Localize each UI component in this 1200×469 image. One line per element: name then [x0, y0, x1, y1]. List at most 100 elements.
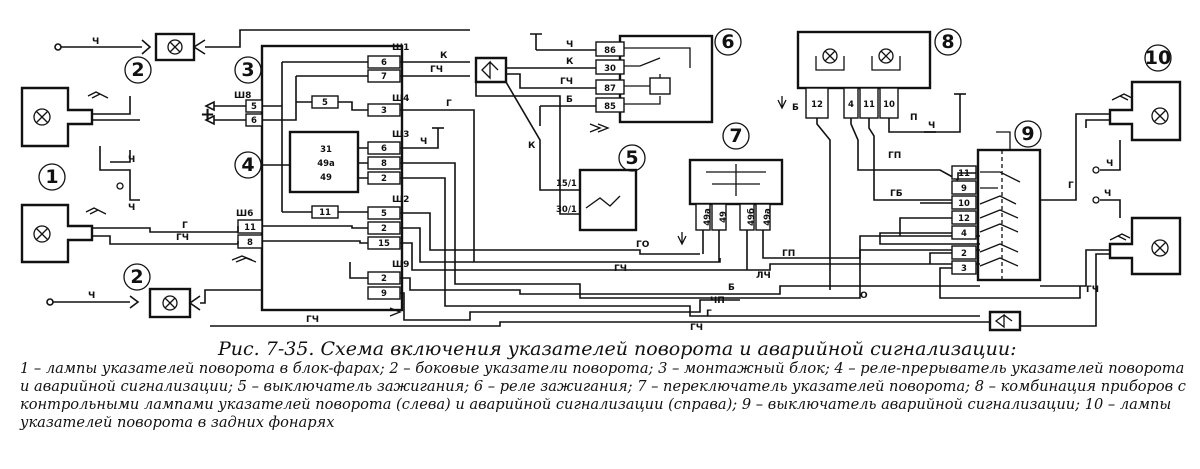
relay-terminal: 49	[320, 173, 332, 183]
svg-text:3: 3	[961, 264, 967, 274]
fuse-11: 11	[282, 205, 368, 219]
svg-text:11: 11	[958, 169, 970, 179]
number-circle	[722, 122, 750, 150]
component-number-3: 3	[241, 59, 254, 81]
svg-text:5: 5	[381, 209, 387, 219]
svg-text:Ч: Ч	[566, 40, 573, 50]
component-number-10: 10	[1145, 47, 1171, 69]
svg-text:11: 11	[319, 208, 331, 218]
ignition-relay: Ч 86 30 87 85 К ГЧ Б	[506, 33, 714, 133]
svg-text:12: 12	[811, 100, 823, 110]
svg-text:4: 4	[848, 100, 854, 110]
svg-text:Ш8: Ш8	[234, 91, 251, 101]
wire-label: Ч	[92, 37, 99, 47]
wiring-diagram: 1 Ч Ч Г ГЧ Ч 2 Ч 2 3 Ш8 5 6	[20, 28, 1182, 333]
connector-sh6: Ш6 11 8	[236, 209, 263, 249]
wire-label: Ч	[88, 291, 95, 301]
wire-label: ГЧ	[430, 65, 443, 75]
svg-text:11: 11	[863, 100, 875, 110]
wire-label: ГЧ	[176, 233, 189, 243]
svg-text:2: 2	[381, 174, 387, 184]
svg-text:2: 2	[381, 274, 387, 284]
wire-label: ГЧ	[1086, 285, 1099, 295]
svg-text:ГЧ: ГЧ	[560, 77, 573, 87]
number-circle	[124, 56, 152, 84]
svg-text:8: 8	[247, 238, 253, 248]
svg-text:Ш1: Ш1	[392, 43, 409, 53]
component-number-7: 7	[729, 125, 742, 147]
svg-text:6: 6	[381, 58, 387, 68]
svg-text:Ш2: Ш2	[392, 195, 409, 205]
wire-label: ЧП	[710, 296, 725, 306]
wire-label: ГЧ	[306, 315, 319, 325]
wire-label: ГЧ	[690, 323, 703, 333]
svg-text:7: 7	[381, 72, 387, 82]
svg-text:15: 15	[378, 239, 390, 249]
svg-text:87: 87	[604, 84, 616, 94]
svg-text:49а: 49а	[763, 208, 773, 226]
svg-text:Ш6: Ш6	[236, 209, 253, 219]
svg-text:Б: Б	[792, 103, 799, 113]
svg-text:Ч: Ч	[1106, 159, 1113, 169]
svg-text:10: 10	[883, 100, 895, 110]
side-repeater-lower: Ч	[46, 287, 238, 319]
svg-text:Ч: Ч	[1104, 189, 1111, 199]
figure-legend: 1 – лампы указателей поворота в блок-фар…	[20, 360, 1186, 431]
rear-turn-lamp-upper: Ч	[1040, 80, 1182, 201]
turn-signal-switch: 49а 49 49б 49а	[677, 158, 980, 270]
front-turn-lamp-lower	[20, 203, 238, 264]
wire-label: Г	[446, 99, 452, 109]
svg-text:Ч: Ч	[928, 121, 935, 131]
number-circle	[934, 28, 962, 56]
svg-text:Ш4: Ш4	[392, 94, 409, 104]
svg-text:Ш9: Ш9	[392, 260, 409, 270]
wire-label: Ч	[128, 155, 135, 165]
number-circle	[1144, 44, 1172, 72]
svg-text:4: 4	[961, 229, 967, 239]
wire-label: ГБ	[890, 189, 903, 199]
instrument-cluster: 12 4 11 10 П Ч Б	[777, 30, 970, 290]
component-number-6: 6	[721, 31, 734, 53]
wire-label: К	[440, 51, 448, 61]
svg-text:5: 5	[322, 98, 328, 108]
side-repeater-upper: Ч	[54, 29, 470, 62]
ignition-switch: 15/1 30/1 К	[475, 80, 638, 232]
rear-turn-lamp-lower: Ч	[1020, 189, 1182, 327]
number-circle	[714, 28, 742, 56]
wire-label: Г	[182, 221, 188, 231]
svg-text:3: 3	[381, 106, 387, 116]
svg-text:12: 12	[958, 214, 970, 224]
wire-label: ГП	[782, 249, 795, 259]
svg-text:49б: 49б	[746, 208, 757, 226]
svg-text:К: К	[566, 57, 574, 67]
wire-label: Б	[728, 283, 735, 293]
flasher-relay	[288, 130, 360, 194]
svg-text:6: 6	[251, 116, 257, 126]
svg-text:2: 2	[381, 224, 387, 234]
number-circle	[618, 144, 646, 172]
svg-text:86: 86	[604, 46, 616, 56]
component-number-1: 1	[45, 166, 58, 188]
fuse-5: 5	[296, 95, 368, 111]
relay-terminal: 49а	[317, 159, 335, 169]
wire-label: Ч	[420, 137, 427, 147]
front-turn-lamp-upper	[20, 86, 140, 148]
svg-text:15/1: 15/1	[556, 179, 577, 189]
connector-sh8: Ш8 5 6	[204, 91, 263, 127]
svg-text:2: 2	[961, 249, 967, 259]
component-number-2: 2	[131, 59, 144, 81]
wire-label: О	[860, 291, 868, 301]
svg-text:49: 49	[719, 211, 729, 223]
svg-text:5: 5	[251, 102, 257, 112]
component-number-4: 4	[241, 154, 254, 176]
number-circle	[234, 56, 262, 84]
svg-text:30: 30	[604, 64, 616, 74]
wire-label: ГО	[636, 240, 650, 250]
svg-text:К: К	[528, 141, 536, 151]
svg-text:Б: Б	[566, 95, 573, 105]
connector-plug	[474, 56, 508, 84]
wire-label: Г	[706, 309, 712, 319]
svg-text:6: 6	[381, 144, 387, 154]
plus-sign: +	[200, 104, 215, 125]
svg-text:9: 9	[961, 184, 967, 194]
